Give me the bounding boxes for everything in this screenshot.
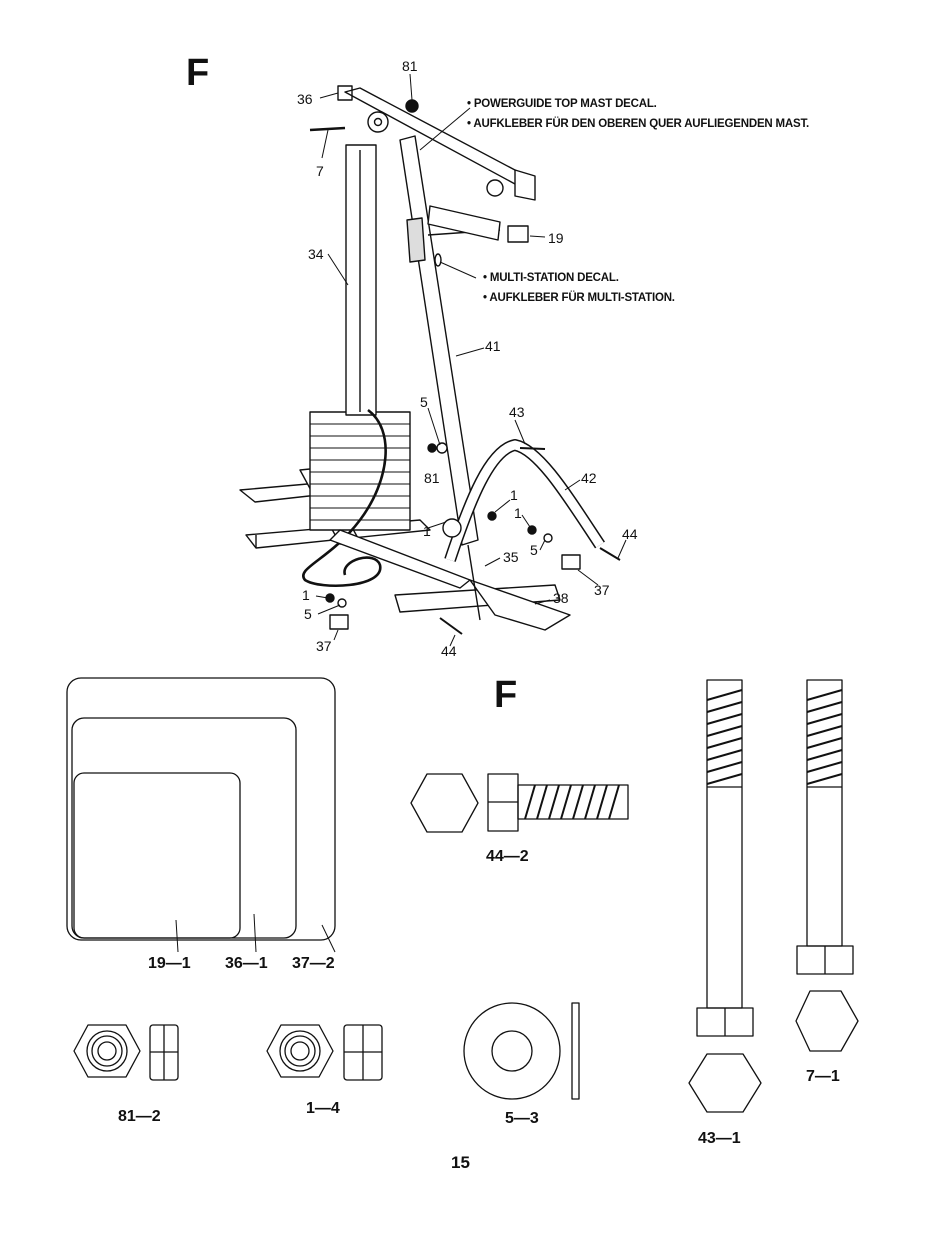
label-81-2: 81—2	[118, 1108, 161, 1126]
nut-81-hex	[74, 1025, 140, 1077]
end-cap-37	[67, 678, 335, 940]
end-cap-19	[74, 773, 240, 938]
label-1-4: 1—4	[306, 1100, 340, 1118]
end-cap-36	[72, 718, 296, 938]
page-number: 15	[451, 1153, 470, 1173]
washer-5	[464, 1003, 560, 1099]
label-44-2: 44—2	[486, 848, 529, 866]
label-37-2: 37—2	[292, 955, 335, 973]
label-7-1: 7—1	[806, 1068, 840, 1086]
bolt-44-head-hex	[411, 774, 478, 832]
label-36-1: 36—1	[225, 955, 268, 973]
bolt-7-head-hex	[796, 991, 858, 1051]
label-5-3: 5—3	[505, 1110, 539, 1128]
label-19-1: 19—1	[148, 955, 191, 973]
label-43-1: 43—1	[698, 1130, 741, 1148]
bolt-43-head-hex	[689, 1054, 761, 1112]
nut-1-hex	[267, 1025, 333, 1077]
